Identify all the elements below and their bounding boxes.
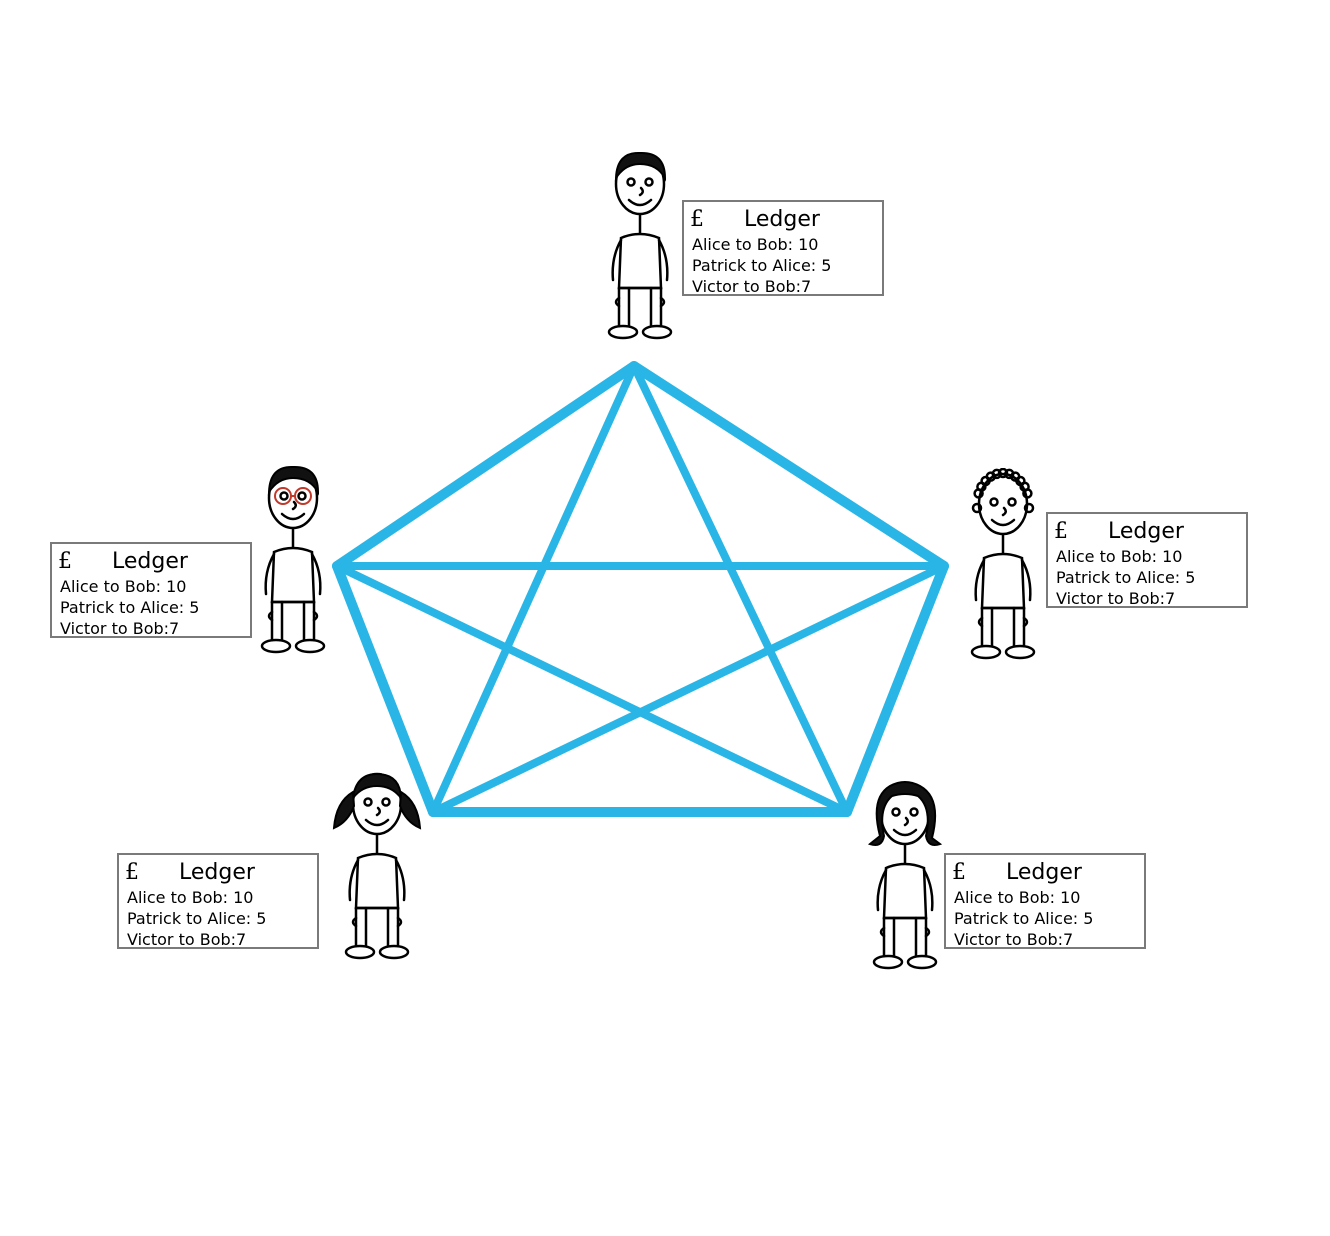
ledger-right: £ Ledger Alice to Bob: 10 Patrick to Ali…	[1046, 512, 1248, 608]
ledger-entry: Alice to Bob: 10	[692, 235, 819, 254]
person-left	[238, 462, 348, 662]
ledger-top: £ Ledger Alice to Bob: 10 Patrick to Ali…	[682, 200, 884, 296]
ledger-entry: Patrick to Alice: 5	[1056, 568, 1196, 587]
ledger-entry: Patrick to Alice: 5	[954, 909, 1094, 928]
ledger-entry: Victor to Bob:7	[127, 930, 247, 949]
ledger-title: Ledger	[1108, 518, 1184, 544]
pound-icon: £	[952, 859, 966, 885]
ledger-bottom-left: £ Ledger Alice to Bob: 10 Patrick to Ali…	[117, 853, 319, 949]
outer-edge	[629, 361, 949, 571]
outer-edge	[332, 361, 639, 571]
pound-icon: £	[690, 206, 704, 232]
person-bottom-left	[322, 768, 432, 968]
outer-edge	[842, 561, 949, 817]
ledger-entry: Victor to Bob:7	[954, 930, 1074, 949]
pound-icon: £	[1054, 518, 1068, 544]
ledger-entry: Victor to Bob:7	[692, 277, 812, 296]
ledger-title: Ledger	[1006, 859, 1082, 885]
ledger-title: Ledger	[112, 548, 188, 574]
ledger-left: £ Ledger Alice to Bob: 10 Patrick to Ali…	[50, 542, 252, 638]
ledger-entry: Alice to Bob: 10	[1056, 547, 1183, 566]
person-glasses-icon	[260, 465, 326, 654]
ledger-entry: Patrick to Alice: 5	[127, 909, 267, 928]
ledger-bottom-right: £ Ledger Alice to Bob: 10 Patrick to Ali…	[944, 853, 1146, 949]
inner-edge	[429, 362, 638, 816]
ledger-entry: Patrick to Alice: 5	[692, 256, 832, 275]
person-pigtails-icon	[332, 772, 422, 960]
ledger-entry: Alice to Bob: 10	[954, 888, 1081, 907]
person-short-hair-icon	[607, 151, 673, 340]
inner-edge	[333, 562, 851, 816]
inner-edge	[429, 562, 948, 816]
person-bottom-right	[850, 778, 960, 978]
inner-edge	[630, 362, 851, 816]
network-edges	[332, 361, 949, 817]
ledger-entry: Victor to Bob:7	[60, 619, 180, 638]
ledger-entry: Alice to Bob: 10	[127, 888, 254, 907]
ledger-title: Ledger	[179, 859, 255, 885]
person-top	[585, 148, 695, 348]
person-bob-hair-icon	[867, 781, 943, 970]
person-right	[948, 467, 1058, 668]
person-curly-hair-icon	[970, 467, 1036, 660]
ledger-entry: Victor to Bob:7	[1056, 589, 1176, 608]
outer-edge	[332, 561, 438, 817]
pound-icon: £	[58, 548, 72, 574]
ledger-title: Ledger	[744, 206, 820, 232]
ledger-entry: Patrick to Alice: 5	[60, 598, 200, 617]
pound-icon: £	[125, 859, 139, 885]
ledger-entry: Alice to Bob: 10	[60, 577, 187, 596]
